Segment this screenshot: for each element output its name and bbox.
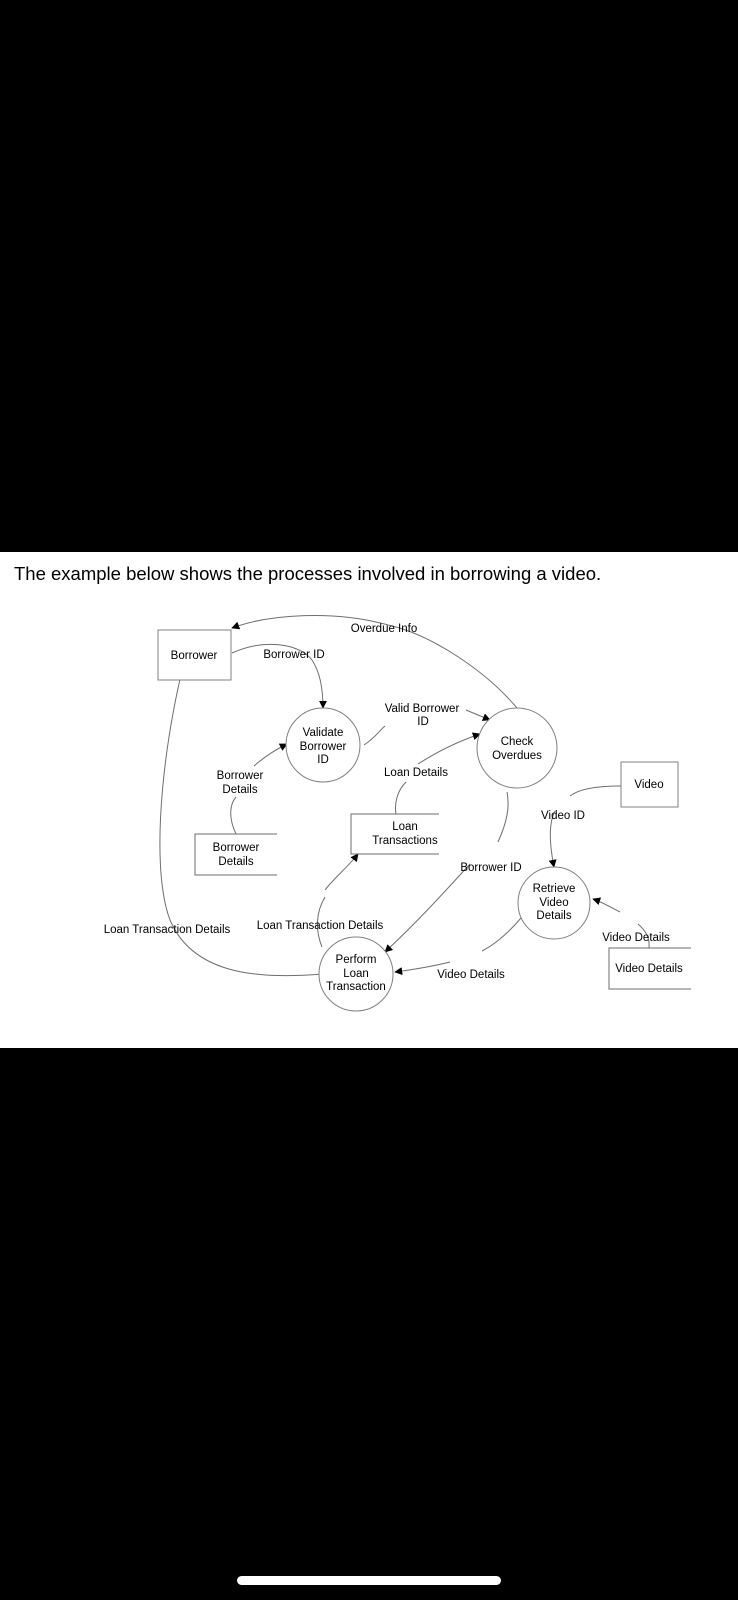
entity-video	[620, 761, 679, 808]
process-retrieve-video-details	[517, 866, 591, 940]
flow-label-borrower-details-line-2: Details	[222, 784, 257, 796]
flow-video-details-2	[593, 899, 650, 949]
entity-borrower-label: Borrower	[171, 650, 218, 662]
process-validate-borrower-id-line-1: Validate	[303, 727, 344, 739]
data-flow-diagram: Borrower Video Validate Borrower ID Chec…	[104, 614, 691, 1012]
flow-loan-transaction-details-2	[317, 854, 358, 948]
flow-loan-transaction-details-1	[159, 633, 323, 977]
flow-borrower-id-1	[231, 643, 327, 709]
store-loan-transactions-line-1: Loan	[392, 821, 418, 833]
process-check-overdues	[476, 707, 558, 789]
process-check-overdues-line-1: Check	[501, 736, 534, 748]
flow-overdue-info	[231, 614, 518, 709]
entity-video-label: Video	[634, 779, 663, 791]
process-retrieve-video-details-line-3: Details	[536, 910, 571, 922]
home-indicator[interactable]	[237, 1576, 501, 1585]
flow-borrower-id-2	[385, 791, 509, 952]
store-loan-transactions-line-2: Transactions	[372, 835, 438, 847]
flow-video-details-1	[395, 917, 522, 972]
flow-label-valid-borrower-id-line-1: Valid Borrower	[385, 703, 460, 715]
store-video-details-label: Video Details	[615, 963, 683, 975]
process-validate-borrower-id-line-2: Borrower	[300, 741, 347, 753]
flow-label-loan-transaction-details-2: Loan Transaction Details	[257, 920, 384, 932]
entity-borrower	[157, 629, 232, 681]
flow-label-loan-transaction-details-1: Loan Transaction Details	[104, 924, 231, 936]
flow-loan-details	[395, 734, 480, 815]
store-borrower-details	[194, 833, 277, 876]
flow-label-video-id: Video ID	[541, 810, 585, 822]
flow-label-loan-details: Loan Details	[384, 767, 448, 779]
flow-valid-borrower-id	[363, 709, 490, 746]
flow-label-video-details-1: Video Details	[437, 969, 505, 981]
flow-video-id	[550, 785, 622, 867]
process-validate-borrower-id-line-3: ID	[317, 754, 329, 766]
flow-borrower-details	[230, 744, 287, 835]
flow-label-borrower-id-1: Borrower ID	[263, 649, 324, 661]
store-borrower-details-line-1: Borrower	[213, 842, 260, 854]
content-panel: Borrower Video Validate Borrower ID Chec…	[0, 552, 738, 1048]
process-perform-loan-transaction-line-2: Loan	[343, 968, 369, 980]
process-perform-loan-transaction	[318, 936, 394, 1012]
process-perform-loan-transaction-line-1: Perform	[336, 954, 377, 966]
process-retrieve-video-details-line-1: Retrieve	[533, 883, 576, 895]
store-video-details	[608, 947, 691, 990]
store-loan-transactions	[350, 813, 439, 855]
flow-label-video-details-2: Video Details	[602, 932, 670, 944]
process-retrieve-video-details-line-2: Video	[539, 897, 568, 909]
store-borrower-details-line-2: Details	[218, 856, 253, 868]
flow-label-borrower-id-2: Borrower ID	[460, 862, 521, 874]
flow-label-borrower-details-line-1: Borrower	[217, 770, 264, 782]
flow-label-valid-borrower-id-line-2: ID	[417, 716, 429, 728]
intro-text: The example below shows the processes in…	[14, 563, 602, 584]
process-validate-borrower-id	[285, 707, 361, 783]
process-check-overdues-line-2: Overdues	[492, 750, 542, 762]
process-perform-loan-transaction-line-3: Transaction	[326, 981, 386, 993]
flow-label-overdue-info: Overdue Info	[351, 623, 417, 635]
